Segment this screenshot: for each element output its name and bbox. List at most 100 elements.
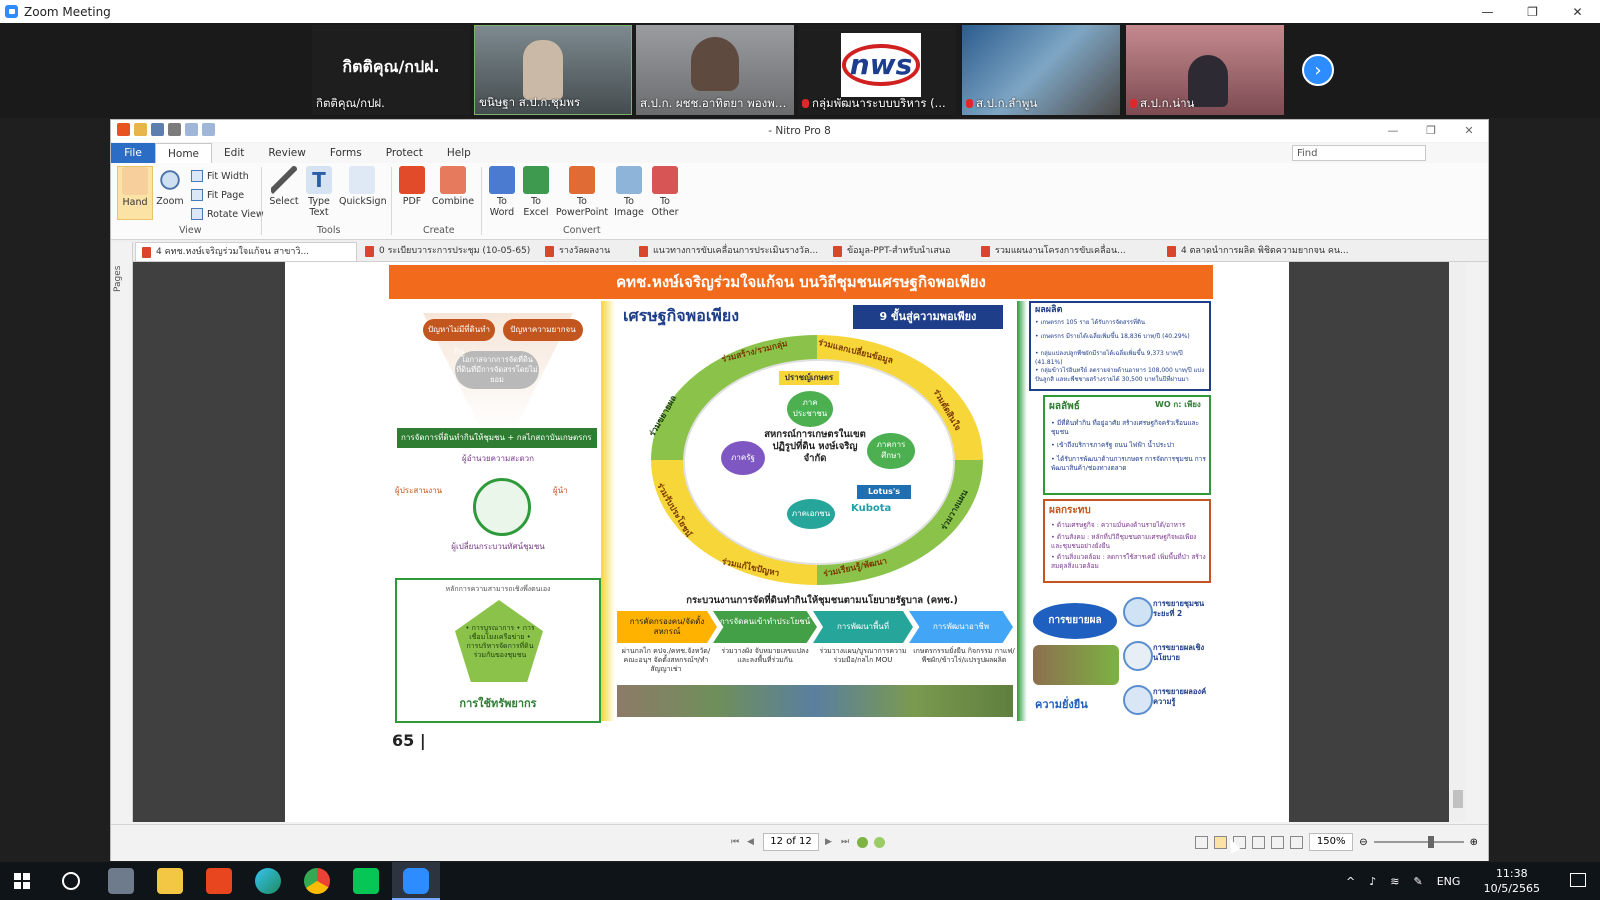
expand-label: การขยายผล [1033,603,1117,639]
redo-icon[interactable] [202,123,215,136]
tab-protect[interactable]: Protect [385,147,423,159]
tab-home[interactable]: Home [155,143,213,163]
lotus-logo: Lotus's [857,485,911,499]
nitro-restore-button[interactable]: ❐ [1426,124,1436,137]
pen-icon[interactable]: ✎ [1413,874,1423,888]
next-participants-icon[interactable]: › [1302,54,1334,86]
maximize-button[interactable]: ❐ [1527,4,1538,19]
facing-continuous-view-icon[interactable] [1252,835,1266,849]
file-explorer-icon[interactable] [157,868,183,894]
document-viewport[interactable]: คทช.หงษ์เจริญร่วมใจแก้จน บนวิถีชุมชนเศรษ… [133,262,1449,822]
slide-right-column: ผลผลิต • เกษตรกร 105 ราย ได้รับการจัดสรร… [1029,301,1213,721]
image-icon [616,166,642,194]
taskbar-app-icon[interactable] [108,868,134,894]
continuous-view-icon[interactable] [1214,835,1228,849]
doc-tab[interactable]: รวมแผนงานโครงการขับเคลื่อน... [975,242,1159,261]
fit-width-button[interactable]: Fit Width [191,170,249,182]
document-tabs: 4 คทช.หงษ์เจริญร่วมใจแก้จน สาขาวิ... 0 ร… [111,240,1488,262]
clock[interactable]: 11:38 10/5/2565 [1484,866,1540,896]
to-powerpoint-button[interactable]: To PowerPoint [555,166,609,218]
process-desc: เกษตรกรรมยั่งยืน กิจกรรม กาแฟ/พืชผัก/ข้า… [913,647,1015,664]
doc-tab[interactable]: รางวัลผลงาน [539,242,631,261]
next-page-button[interactable]: ▶ [825,837,832,847]
to-excel-button[interactable]: To Excel [521,166,551,218]
nitro-close-button[interactable]: ✕ [1464,124,1474,137]
to-image-button[interactable]: To Image [613,166,645,218]
tab-forms[interactable]: Forms [329,147,362,159]
zoom-button[interactable]: Zoom [155,166,185,207]
select-button[interactable]: Select [269,166,299,207]
fit-page-view-icon[interactable] [1271,835,1285,849]
participant-tile[interactable]: nws กลุ่มพัฒนาระบบบริหาร (... [798,25,956,115]
zoom-taskbar-active[interactable] [392,862,440,900]
doc-tab-active[interactable]: 4 คทช.หงษ์เจริญร่วมใจแก้จน สาขาวิ... [135,242,357,261]
clock-time: 11:38 [1495,867,1528,880]
participant-tile[interactable]: ขนิษฐา ส.ป.ก.ชุมพร [474,25,632,115]
line-icon[interactable] [353,868,379,894]
hand-button[interactable]: Hand [117,166,153,220]
to-word-button[interactable]: To Word [487,166,517,218]
print-icon[interactable] [168,123,181,136]
zoom-percent-field[interactable]: 150% [1309,833,1354,851]
volume-icon[interactable]: ♪ [1369,874,1377,888]
doc-tab[interactable]: 4 ตลาดนำการผลิต พิชิตความยากจน คน... [1161,242,1361,261]
wifi-icon[interactable]: ≋ [1390,874,1400,888]
chrome-icon[interactable] [304,868,330,894]
word-icon [489,166,515,194]
tab-file[interactable]: File [111,143,155,163]
page-number-input[interactable]: 12 of 12 [763,833,819,851]
tab-edit[interactable]: Edit [224,147,245,159]
back-view-icon[interactable] [857,836,868,848]
pdf-button[interactable]: PDF [399,166,425,207]
tab-review[interactable]: Review [268,147,306,159]
zoom-slider[interactable] [1373,836,1464,848]
combine-button[interactable]: Combine [431,166,475,207]
pages-panel[interactable]: Pages [111,242,133,822]
save-icon[interactable] [151,123,164,136]
expand-item: การขยายผลองค์ความรู้ [1153,687,1207,706]
zoom-in-icon[interactable]: ⊕ [1469,836,1478,848]
last-page-button[interactable]: ⏭ [841,837,850,847]
group-label-convert: Convert [563,225,601,236]
ribbon-tabs: File Home Edit Review Forms Protect Help [111,143,1488,163]
close-button[interactable]: ✕ [1572,4,1583,19]
products-image [1033,645,1119,685]
participant-tile[interactable]: ส.ป.ก.ลำพูน [962,25,1120,115]
facing-view-icon[interactable] [1233,835,1247,849]
search-icon[interactable] [62,872,80,890]
single-page-view-icon[interactable] [1195,835,1209,849]
undo-icon[interactable] [185,123,198,136]
tab-help[interactable]: Help [446,147,471,159]
fit-page-button[interactable]: Fit Page [191,189,244,201]
office-icon[interactable] [206,868,232,894]
vertical-scrollbar[interactable] [1450,262,1466,822]
prev-page-button[interactable]: ◀ [747,837,754,847]
minimize-button[interactable]: — [1481,4,1494,19]
edge-icon[interactable] [255,868,281,894]
start-icon[interactable] [14,873,30,889]
sufficiency-title: เศรษฐกิจพอเพียง [623,306,740,325]
open-icon[interactable] [134,123,147,136]
zoom-out-icon[interactable]: ⊖ [1359,836,1368,848]
scrollbar-thumb[interactable] [1453,790,1463,808]
participant-tile[interactable]: ส.ป.ก. ผชช.อาทิตยา พองพร... [636,25,794,115]
to-other-button[interactable]: To Other [647,166,683,218]
role-paradigm: ผู้เปลี่ยนกระบวนทัศน์ชุมชน [451,542,545,551]
forward-view-icon[interactable] [874,836,885,848]
fullscreen-view-icon[interactable] [1290,835,1304,849]
quicksign-button[interactable]: QuickSign [339,166,387,207]
zoom-controls: 150% ⊖ ⊕ [1195,833,1478,851]
first-page-button[interactable]: ⏮ [731,837,740,847]
nitro-minimize-button[interactable]: — [1387,124,1399,137]
find-input[interactable]: Find [1292,145,1426,161]
doc-tab[interactable]: 0 ระเบียบวาระการประชุม (10-05-65) [359,242,537,261]
notification-center-icon[interactable] [1570,873,1586,887]
rotate-view-button[interactable]: Rotate View [191,208,264,220]
participant-tile[interactable]: ส.ป.ก.น่าน [1126,25,1284,115]
doc-tab[interactable]: แนวทางการขับเคลื่อนการประเมินรางวัล... [633,242,825,261]
doc-tab[interactable]: ข้อมูล-PPT-สำหรับนำเสนอ [827,242,973,261]
participant-tile[interactable]: กิตติคุณ/กปฝ. กิตติคุณ/กปฝ. [312,25,470,115]
language-indicator[interactable]: ENG [1436,874,1461,888]
show-hidden-icons-icon[interactable]: ^ [1346,874,1356,888]
